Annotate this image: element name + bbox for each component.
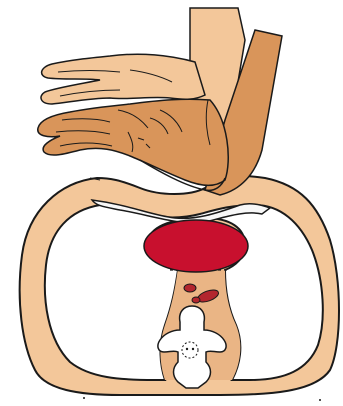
esophagus bbox=[184, 284, 196, 292]
spinal-cord-dot-2 bbox=[192, 348, 194, 350]
hands-icon bbox=[38, 8, 282, 195]
spinal-cord-dot-1 bbox=[186, 348, 188, 350]
vessel-small bbox=[192, 297, 200, 303]
detail-dot-2 bbox=[319, 399, 321, 401]
chest-cross-section bbox=[20, 176, 339, 401]
heart bbox=[144, 220, 248, 272]
detail-dot-1 bbox=[83, 397, 85, 399]
lower-hand bbox=[38, 99, 228, 185]
upper-hand bbox=[41, 54, 205, 104]
